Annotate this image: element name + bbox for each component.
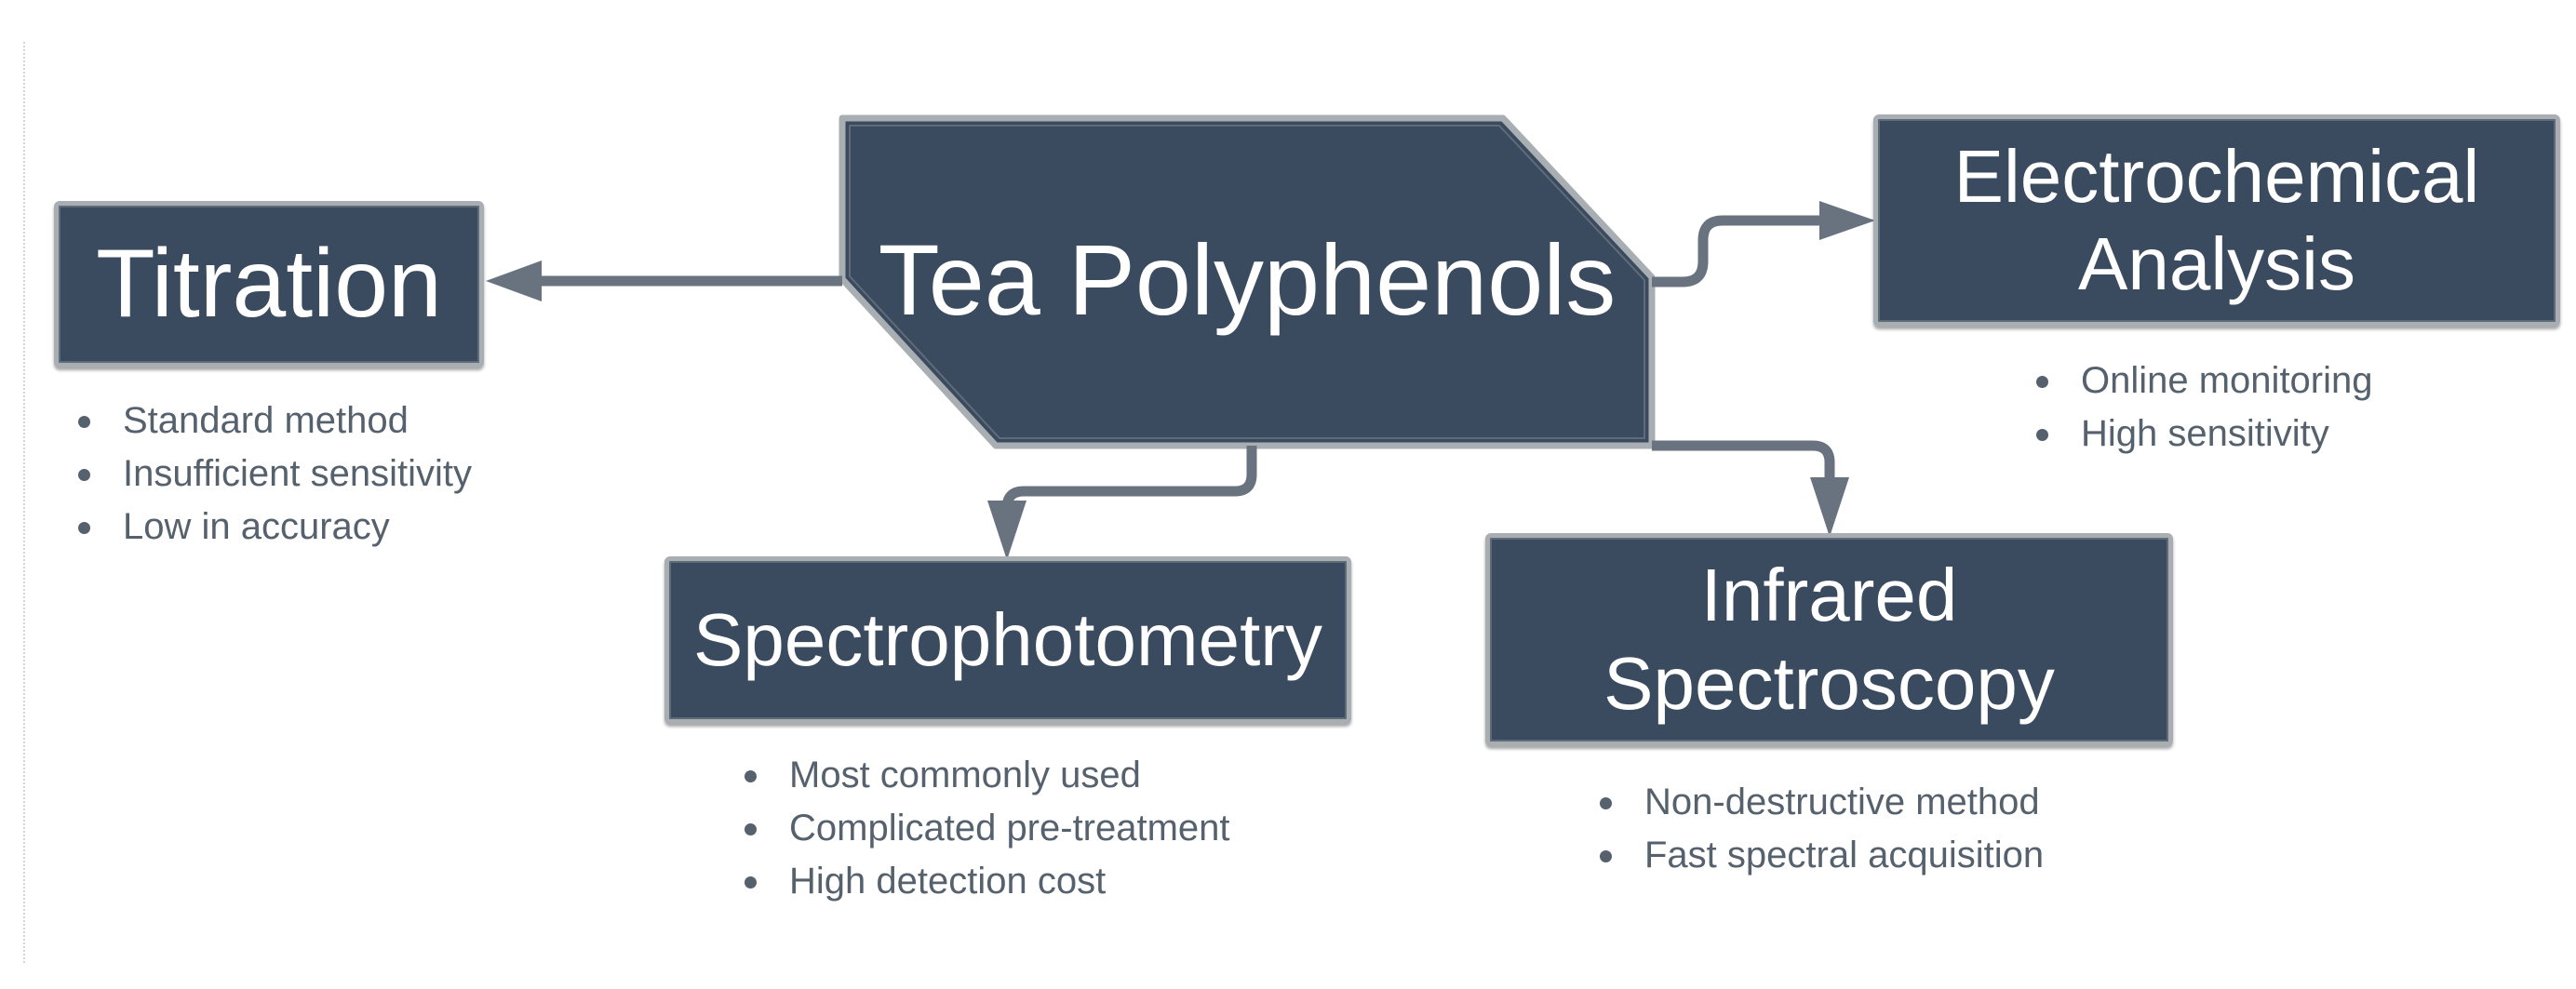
arrowhead-spectrophotometry bbox=[987, 501, 1026, 560]
connector-to-infrared bbox=[1652, 440, 1835, 488]
infrared-bullet-list: Non-destructive method Fast spectral acq… bbox=[1589, 776, 2044, 882]
electrochemical-bullet-list: Online monitoring High sensitivity bbox=[2025, 354, 2373, 461]
node-spectrophotometry: Spectrophotometry bbox=[664, 556, 1351, 724]
node-electrochemical-label-line2: Analysis bbox=[2078, 222, 2355, 305]
center-node-inner-edge bbox=[849, 125, 1645, 439]
list-item: High sensitivity bbox=[2025, 408, 2373, 461]
list-item: Non-destructive method bbox=[1589, 776, 2044, 829]
node-titration-label: Titration bbox=[96, 230, 442, 339]
node-spectrophotometry-label: Spectrophotometry bbox=[693, 597, 1322, 681]
left-dotted-rule bbox=[23, 42, 25, 963]
list-item: High detection cost bbox=[733, 855, 1230, 908]
node-infrared-label-line1: Infrared bbox=[1700, 554, 1958, 637]
center-node-label: Tea Polyphenols bbox=[878, 222, 1617, 336]
titration-bullet-list: Standard method Insufficient sensitivity… bbox=[67, 394, 472, 554]
connector-to-spectrophotometry bbox=[1001, 446, 1257, 519]
node-infrared-label-line2: Spectroscopy bbox=[1603, 641, 2055, 725]
list-item: Online monitoring bbox=[2025, 354, 2373, 408]
node-electrochemical-analysis: Electrochemical Analysis bbox=[1873, 114, 2560, 327]
node-titration: Titration bbox=[54, 201, 484, 368]
node-infrared-spectroscopy: Infrared Spectroscopy bbox=[1485, 533, 2173, 746]
node-electrochemical-label-line1: Electrochemical bbox=[1953, 134, 2480, 218]
list-item: Most commonly used bbox=[733, 749, 1230, 802]
arrowhead-electrochemical bbox=[1819, 201, 1875, 240]
spectrophotometry-bullet-list: Most commonly used Complicated pre-treat… bbox=[733, 749, 1230, 908]
list-item: Fast spectral acquisition bbox=[1589, 829, 2044, 882]
arrowhead-infrared bbox=[1810, 477, 1849, 537]
connector-to-electrochemical bbox=[1652, 215, 1824, 287]
arrowhead-titration bbox=[486, 261, 542, 301]
list-item: Standard method bbox=[67, 394, 472, 448]
list-item: Complicated pre-treatment bbox=[733, 802, 1230, 855]
list-item: Low in accuracy bbox=[67, 501, 472, 554]
list-item: Insufficient sensitivity bbox=[67, 448, 472, 501]
